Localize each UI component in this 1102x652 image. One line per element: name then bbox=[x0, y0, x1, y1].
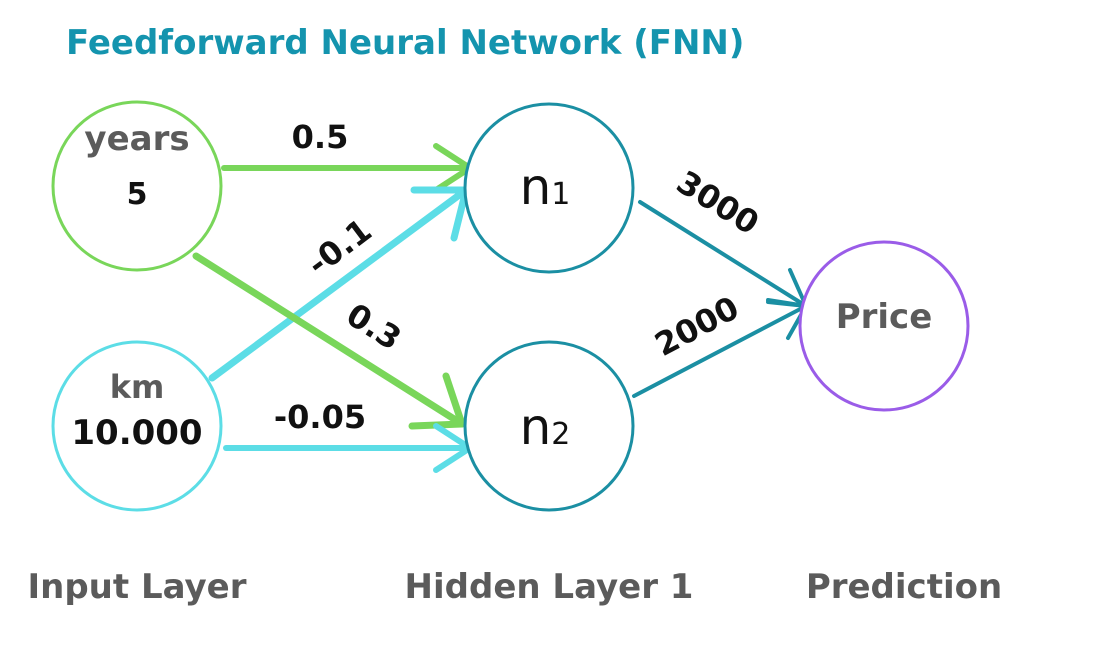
node-years-name: years bbox=[84, 119, 189, 159]
weight-km-n1: -0.1 bbox=[300, 211, 379, 283]
weight-years-n1: 0.5 bbox=[292, 118, 349, 156]
node-km bbox=[51, 340, 223, 512]
layer-label-input: Input Layer bbox=[27, 567, 246, 607]
node-n1-label: n1 bbox=[520, 158, 571, 216]
weight-n2-price: 2000 bbox=[649, 289, 745, 364]
weight-km-n2: -0.05 bbox=[274, 398, 366, 436]
node-n1 bbox=[463, 102, 635, 274]
layer-label-hidden: Hidden Layer 1 bbox=[405, 567, 694, 607]
node-price-label: Price bbox=[836, 297, 933, 337]
node-n1-letter: n bbox=[520, 158, 552, 216]
edge-years-n2 bbox=[192, 252, 466, 430]
node-price bbox=[798, 240, 970, 412]
node-n2-subscript: 2 bbox=[551, 417, 570, 452]
node-years bbox=[51, 100, 223, 272]
node-n2-letter: n bbox=[520, 398, 552, 456]
node-km-value: 10.000 bbox=[71, 413, 202, 453]
node-years-value: 5 bbox=[127, 177, 148, 212]
layer-label-output: Prediction bbox=[806, 567, 1002, 607]
node-km-name: km bbox=[110, 368, 165, 406]
node-n2 bbox=[463, 340, 635, 512]
weight-years-n2: 0.3 bbox=[340, 296, 408, 358]
diagram-title: Feedforward Neural Network (FNN) bbox=[66, 23, 744, 63]
node-n1-subscript: 1 bbox=[551, 177, 570, 212]
node-n2-label: n2 bbox=[520, 398, 571, 456]
